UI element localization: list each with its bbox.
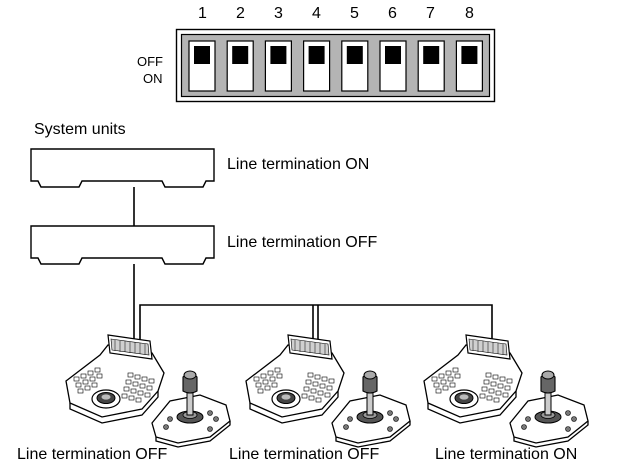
- dip-toggle-7: [423, 46, 440, 64]
- controller-1: [65, 334, 231, 448]
- dip-number-1: 1: [198, 5, 207, 22]
- system-unit-2: [30, 225, 215, 265]
- controller-2: [245, 334, 411, 448]
- dip-off-label: OFF: [137, 54, 163, 69]
- dip-slot-8: [455, 40, 483, 92]
- dip-number-8: 8: [465, 5, 474, 22]
- dip-number-7: 7: [426, 5, 435, 22]
- dip-toggle-2: [232, 46, 249, 64]
- dip-toggle-8: [461, 46, 478, 64]
- dip-switch: [175, 28, 496, 103]
- dip-slot-3: [264, 40, 292, 92]
- bus-cable: [133, 187, 493, 345]
- dip-number-4: 4: [312, 5, 321, 22]
- system-unit-2-label: Line termination OFF: [227, 234, 378, 251]
- dip-number-5: 5: [350, 5, 359, 22]
- dip-toggle-5: [346, 46, 363, 64]
- controller-2-label: Line termination OFF: [229, 446, 380, 463]
- controller-3-label: Line termination ON: [435, 446, 578, 463]
- dip-toggle-1: [194, 46, 210, 64]
- system-units-heading: System units: [34, 121, 126, 138]
- dip-on-label: ON: [143, 71, 163, 86]
- dip-toggle-3: [270, 46, 287, 64]
- controller-3: [423, 334, 589, 448]
- system-unit-1-label: Line termination ON: [227, 156, 370, 173]
- dip-toggles: [188, 40, 483, 92]
- dip-toggle-6: [385, 46, 401, 64]
- dip-number-2: 2: [236, 5, 245, 22]
- controller-1-label: Line termination OFF: [17, 446, 168, 463]
- dip-number-3: 3: [274, 5, 283, 22]
- dip-toggle-4: [308, 46, 325, 64]
- system-unit-1: [30, 148, 215, 188]
- dip-number-6: 6: [388, 5, 397, 22]
